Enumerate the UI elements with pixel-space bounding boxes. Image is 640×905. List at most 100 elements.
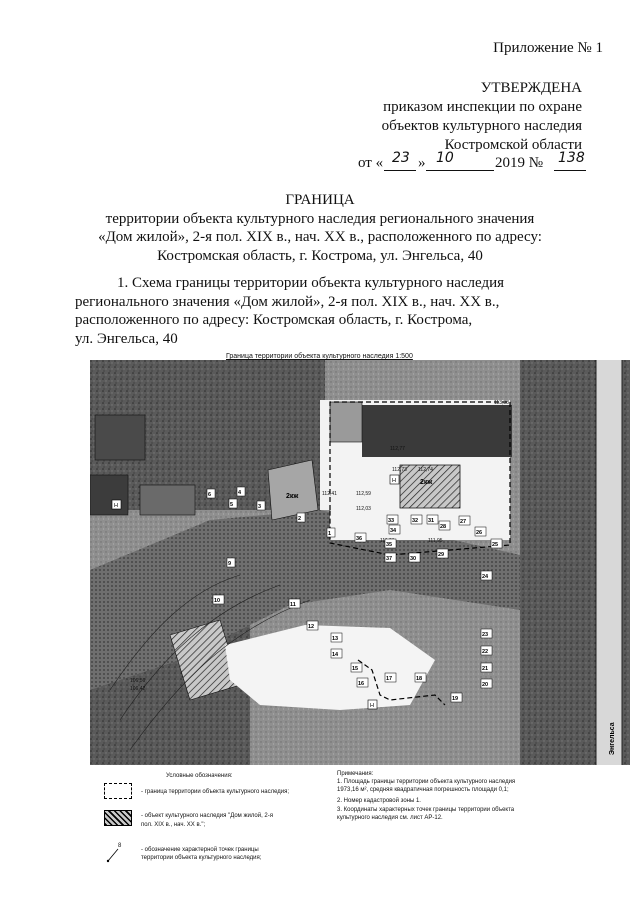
section-line-4: ул. Энгельса, 40 (75, 331, 178, 347)
point-box-26 (474, 526, 487, 537)
point-box-32 (410, 514, 423, 525)
map-caption: Граница территории объекта культурного н… (226, 353, 413, 360)
point-box-19 (450, 692, 463, 703)
point-label-2: 2 (298, 516, 301, 522)
point-label-33: 33 (388, 518, 394, 524)
point-box-11 (288, 598, 301, 609)
point-box-20 (480, 678, 493, 689)
point-box-36 (354, 532, 367, 543)
note-2: 2. Номер кадастровой зоны 1. (337, 798, 421, 804)
note-1-line-2: 1973,16 м², средняя квадратичная погрешн… (337, 787, 509, 793)
point-box-28 (438, 520, 451, 531)
building-west (267, 459, 319, 521)
approved-heading: УТВЕРЖДЕНА (480, 80, 582, 96)
note-1-line-1: 1. Площадь границы территории объекта ку… (337, 779, 516, 785)
elevation-2: 112,73 (392, 467, 407, 473)
point-label-22: 22 (482, 649, 488, 655)
order-line-1: приказом инспекции по охране (383, 99, 582, 115)
point-label-35: 35 (386, 542, 392, 548)
point-label-19: 19 (452, 696, 458, 702)
point-label-15: 15 (352, 666, 358, 672)
title-line-1: территории объекта культурного наследия … (105, 211, 535, 227)
building-label-west: 2кж (286, 493, 299, 500)
section-line-1: 1. Схема границы территории объекта куль… (117, 275, 505, 291)
point-label-31: 31 (428, 518, 434, 524)
street-engelsa (596, 360, 622, 765)
point-label-14: 14 (332, 652, 339, 658)
date-year-number: 2019 № (495, 155, 544, 171)
point-box-9 (226, 557, 236, 568)
point-label-26: 26 (476, 530, 482, 536)
point-box-27 (458, 515, 471, 526)
legend-item-point-1: - обозначение характерной точек границы (141, 847, 259, 853)
note-3-line-2: культурного наследия см. лист АР-12. (337, 815, 443, 821)
order-date-line: от « 23 » 10 2019 № 138 (358, 150, 588, 172)
point-box-18 (414, 672, 427, 683)
legend-item-boundary: - граница территории объекта культурного… (141, 789, 290, 795)
point-box-22 (480, 645, 493, 656)
document-number: 138 (558, 150, 585, 166)
building-nw-1 (94, 414, 146, 461)
date-day: 23 (392, 150, 410, 166)
point-label-4: 4 (238, 490, 242, 496)
point-label-28: 28 (440, 524, 446, 530)
point-box-5 (228, 498, 238, 509)
point-box-10 (212, 594, 225, 605)
point-box-21 (480, 662, 493, 673)
point-label-21: 21 (482, 666, 488, 672)
building-label-main: 2кж (420, 479, 433, 486)
elevation-9: 113,38 (494, 400, 509, 406)
point-box-33 (386, 514, 399, 525)
point-box-34 (388, 524, 401, 535)
date-day-underline (384, 170, 416, 171)
elevation-3: 112,74 (418, 467, 433, 473)
point-box-16 (356, 677, 369, 688)
point-box-31 (426, 514, 439, 525)
legend-object-symbol (104, 810, 132, 826)
point-label-27: 27 (460, 519, 466, 525)
point-box-2 (296, 512, 306, 523)
point-box-12 (306, 620, 319, 631)
boundary-map: Энгельса 2кж 2кж 112,77 112,73 112,74 11… (89, 360, 630, 765)
territory-boundary (329, 401, 511, 556)
building-north (362, 405, 512, 457)
heritage-building (399, 464, 461, 509)
section-line-3: расположенного по адресу: Костромская об… (75, 312, 473, 328)
appendix-number: Приложение № 1 (493, 40, 603, 56)
document-title: ГРАНИЦА (285, 192, 355, 208)
point-label-6: 6 (208, 492, 211, 498)
point-box-25 (490, 538, 503, 549)
street-label: Энгельса (609, 722, 616, 755)
point-label-5: 5 (230, 502, 233, 508)
point-label-37: 37 (386, 556, 392, 562)
notes-title: Примечания: (337, 771, 374, 777)
point-label-24: 24 (482, 574, 489, 580)
point-box-37 (384, 552, 397, 563)
point-box-1 (326, 527, 336, 538)
building-nw-2 (89, 474, 129, 516)
point-label-36: 36 (356, 536, 362, 542)
title-line-2: «Дом жилой», 2-я пол. XIX в., нач. XX в.… (98, 229, 542, 245)
point-box-29 (436, 548, 449, 559)
building-annex (329, 401, 363, 443)
point-label-12: 12 (308, 624, 314, 630)
open-area-south (225, 625, 435, 710)
point-label-11: 11 (290, 602, 296, 608)
point-label-20: 20 (482, 682, 488, 688)
date-separator: » (418, 155, 426, 171)
point-box-35 (384, 538, 397, 549)
elevation-10: 106,56 (130, 678, 146, 684)
elevation-4: 112,41 (322, 491, 337, 497)
order-line-3: Костромской области (444, 137, 582, 153)
point-box-30 (408, 552, 421, 563)
elevation-11: 106,42 (130, 686, 146, 692)
date-prefix: от « (358, 155, 384, 171)
point-label-17: 17 (386, 676, 392, 682)
point-label-16: 16 (358, 681, 364, 687)
legend-title: Условные обозначения: (166, 773, 233, 779)
point-label-32: 32 (412, 518, 418, 524)
elevation-5: 112,59 (356, 491, 371, 497)
marker-n-3: Н (370, 703, 374, 709)
point-box-14 (330, 648, 343, 659)
